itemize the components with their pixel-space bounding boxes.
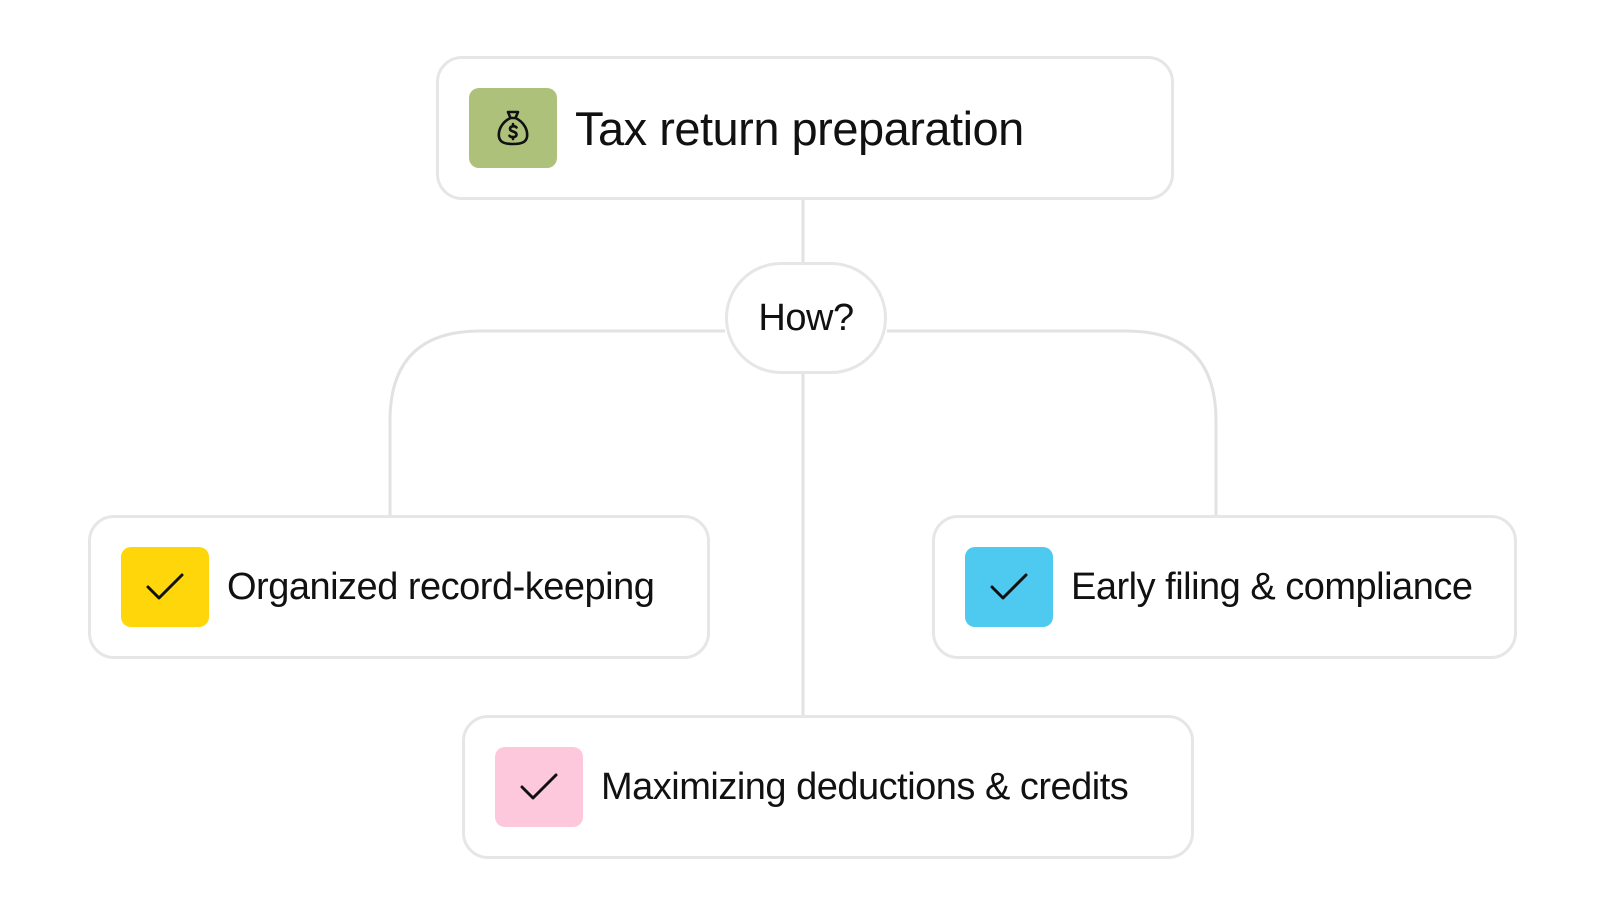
outcome-label: Maximizing deductions & credits [601,765,1129,808]
outcome-card-records: Organized record-keeping [88,515,710,659]
checkmark-icon [990,573,1028,600]
outcome-badge [121,547,209,627]
outcome-label: Early filing & compliance [1071,565,1473,608]
how-connector-pill: How? [725,262,887,374]
outcome-label: Organized record-keeping [227,565,655,608]
outcome-card-filing: Early filing & compliance [932,515,1517,659]
line-how-to-records [388,329,725,515]
outcome-card-deductions: Maximizing deductions & credits [462,715,1194,859]
checkmark-icon [520,773,558,800]
root-node-card: Tax return preparation [436,56,1174,200]
outcome-badge [965,547,1053,627]
checkmark-icon [146,573,184,600]
money-bag-icon [497,110,529,146]
line-how-to-filing [887,329,1218,515]
outcome-badge [495,747,583,827]
root-badge [469,88,557,168]
root-node-label: Tax return preparation [575,101,1024,155]
